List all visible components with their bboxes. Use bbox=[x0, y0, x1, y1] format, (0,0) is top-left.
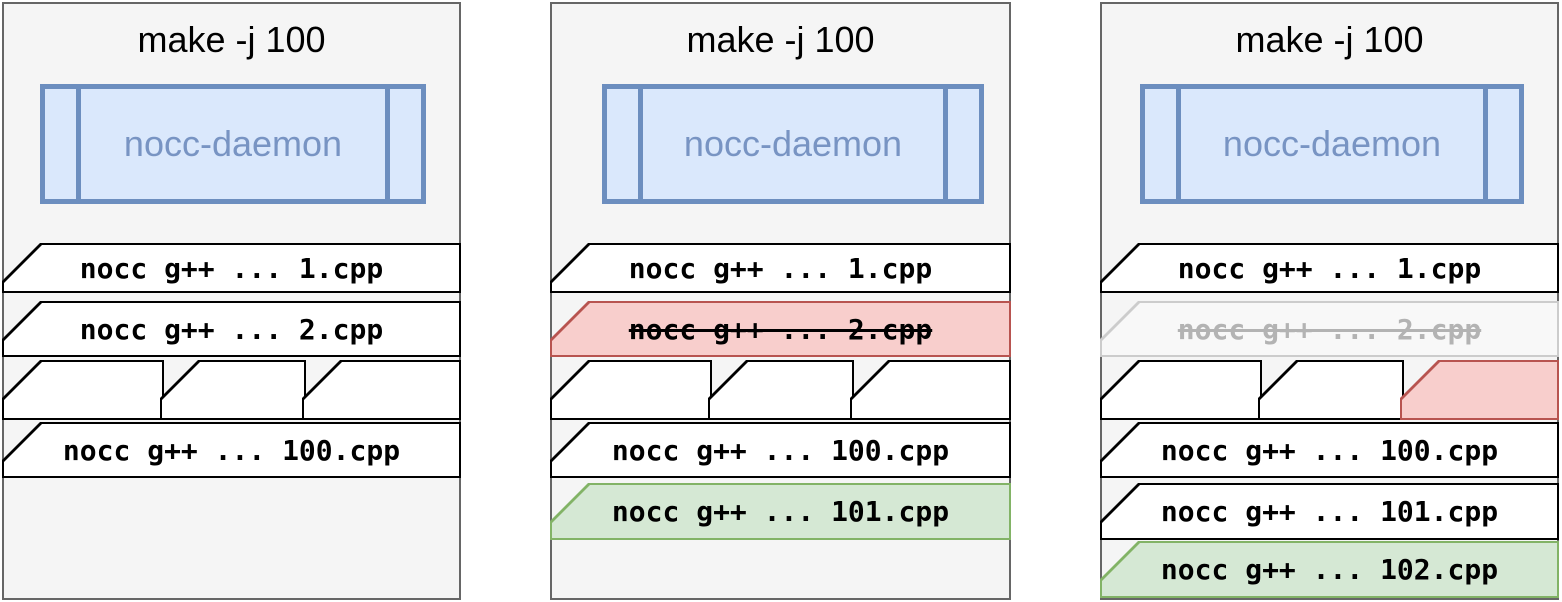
job-queue-placeholder-row bbox=[550, 360, 1011, 420]
job-label: nocc g++ ... 100.cpp bbox=[611, 433, 950, 467]
job-row-1cpp: nocc g++ ... 1.cpp bbox=[1100, 243, 1559, 293]
process-bar-right-icon bbox=[385, 89, 390, 199]
job-row-101cpp: nocc g++ ... 101.cpp bbox=[1100, 483, 1559, 540]
job-row-1cpp: nocc g++ ... 1.cpp bbox=[550, 243, 1011, 293]
job-queue-placeholder-row bbox=[1100, 360, 1559, 420]
process-bar-left-icon bbox=[1176, 89, 1181, 199]
job-row-2cpp-cancelled: nocc g++ ... 2.cpp bbox=[550, 301, 1011, 357]
daemon-label: nocc-daemon bbox=[683, 123, 903, 164]
daemon-label: nocc-daemon bbox=[1222, 123, 1442, 164]
panel-title: make -j 100 bbox=[686, 19, 875, 60]
queue-cell bbox=[160, 360, 306, 420]
panel-make-left: make -j 100 nocc-daemon nocc g++ ... 1.c… bbox=[2, 2, 461, 600]
nocc-daemon-box: nocc-daemon bbox=[602, 84, 984, 204]
process-bar-left-icon bbox=[76, 89, 81, 199]
job-label-strikethrough: nocc g++ ... 2.cpp bbox=[628, 312, 933, 346]
panel-make-right: make -j 100 nocc-daemon nocc g++ ... 1.c… bbox=[1100, 2, 1559, 600]
job-row-2cpp: nocc g++ ... 2.cpp bbox=[2, 301, 461, 357]
nocc-daemon-box: nocc-daemon bbox=[1140, 84, 1524, 204]
job-label: nocc g++ ... 102.cpp bbox=[1160, 553, 1499, 586]
panel-title: make -j 100 bbox=[137, 19, 326, 60]
job-label: nocc g++ ... 100.cpp bbox=[62, 433, 401, 467]
queue-cell bbox=[850, 360, 1011, 420]
queue-cell bbox=[1100, 360, 1262, 420]
job-row-2cpp-removed-ghost: nocc g++ ... 2.cpp bbox=[1100, 301, 1559, 357]
job-label: nocc g++ ... 101.cpp bbox=[1160, 495, 1499, 528]
queue-cell bbox=[550, 360, 712, 420]
job-queue-placeholder-row bbox=[2, 360, 461, 420]
queue-cell-failed-red bbox=[1400, 360, 1559, 420]
job-label: nocc g++ ... 1.cpp bbox=[628, 251, 933, 285]
job-row-1cpp: nocc g++ ... 1.cpp bbox=[2, 243, 461, 293]
process-bar-right-icon bbox=[943, 89, 948, 199]
job-row-100cpp: nocc g++ ... 100.cpp bbox=[1100, 422, 1559, 478]
job-row-101cpp-new: nocc g++ ... 101.cpp bbox=[550, 483, 1011, 540]
job-label-strikethrough: nocc g++ ... 2.cpp bbox=[1177, 312, 1482, 346]
job-row-102cpp-new: nocc g++ ... 102.cpp bbox=[1100, 541, 1559, 598]
job-label: nocc g++ ... 1.cpp bbox=[79, 251, 384, 285]
job-label: nocc g++ ... 101.cpp bbox=[611, 495, 950, 528]
nocc-daemon-box: nocc-daemon bbox=[40, 84, 426, 204]
queue-cell bbox=[708, 360, 854, 420]
queue-cell bbox=[1258, 360, 1404, 420]
panel-title: make -j 100 bbox=[1235, 19, 1424, 60]
panel-make-middle: make -j 100 nocc-daemon nocc g++ ... 1.c… bbox=[550, 2, 1011, 600]
job-label: nocc g++ ... 2.cpp bbox=[79, 312, 384, 346]
job-label: nocc g++ ... 100.cpp bbox=[1160, 433, 1499, 467]
daemon-label: nocc-daemon bbox=[123, 123, 343, 164]
process-bar-right-icon bbox=[1483, 89, 1488, 199]
job-row-100cpp: nocc g++ ... 100.cpp bbox=[2, 422, 461, 478]
queue-cell bbox=[2, 360, 164, 420]
queue-cell bbox=[302, 360, 461, 420]
job-label: nocc g++ ... 1.cpp bbox=[1177, 251, 1482, 285]
job-row-100cpp: nocc g++ ... 100.cpp bbox=[550, 422, 1011, 478]
process-bar-left-icon bbox=[638, 89, 643, 199]
